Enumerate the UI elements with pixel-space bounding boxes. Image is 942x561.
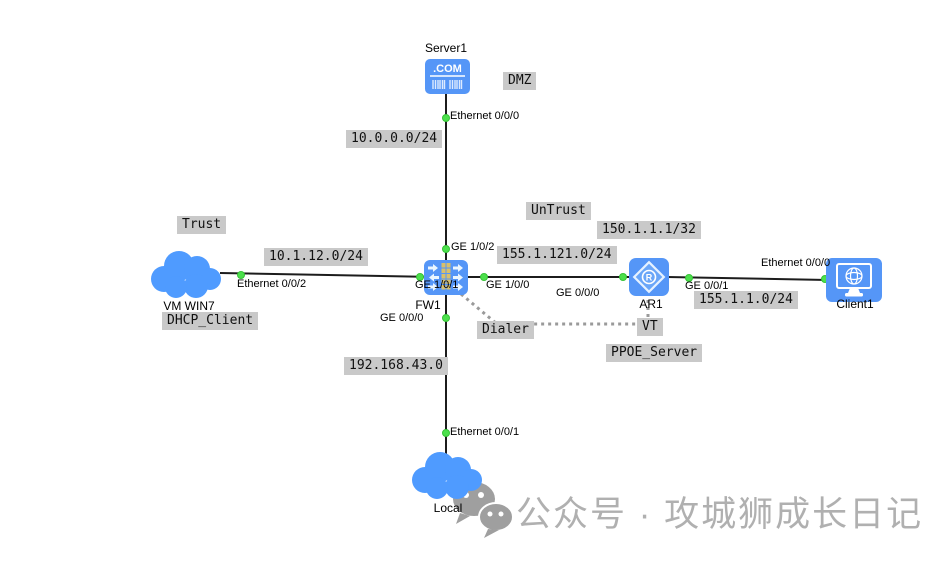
port-label-fw1-ge101: GE 1/0/1 bbox=[415, 279, 459, 291]
device-label-local: Local bbox=[433, 501, 463, 515]
annotation-net-150-1-1[interactable]: 150.1.1.1/32 bbox=[597, 221, 701, 239]
port-dot bbox=[416, 273, 424, 281]
annotation-dialer[interactable]: Dialer bbox=[477, 321, 534, 339]
link-vmwin7-fw1[interactable] bbox=[219, 272, 437, 278]
annotation-ppoe-server[interactable]: PPOE_Server bbox=[606, 344, 703, 362]
annotation-dhcp-client[interactable]: DHCP_Client bbox=[162, 312, 259, 330]
port-label-fw1-ge100: GE 1/0/0 bbox=[486, 279, 530, 291]
device-label-vm-win7: VM WIN7 bbox=[163, 299, 215, 313]
annotation-vt[interactable]: VT bbox=[637, 318, 663, 336]
port-dot bbox=[442, 314, 450, 322]
device-label-ar1: AR1 bbox=[639, 297, 663, 311]
annotation-trust[interactable]: Trust bbox=[177, 216, 227, 234]
annotation-net-155-1-0[interactable]: 155.1.1.0/24 bbox=[694, 291, 798, 309]
port-label-cloud-ethernet002: Ethernet 0/0/2 bbox=[237, 278, 307, 290]
firewall-icon[interactable] bbox=[424, 260, 468, 295]
link-ar1-client1[interactable] bbox=[666, 276, 829, 281]
watermark-text: 公众号 · 攻城狮成长日记 bbox=[516, 495, 924, 534]
server-icon-text: .COM bbox=[433, 63, 462, 75]
device-label-fw1: FW1 bbox=[415, 298, 441, 312]
port-label-fw1-ge000: GE 0/0/0 bbox=[380, 312, 424, 324]
client-monitor-icon[interactable] bbox=[826, 258, 882, 302]
port-dot bbox=[685, 274, 693, 282]
server-icon[interactable]: .COM bbox=[425, 59, 470, 94]
port-status-dots bbox=[237, 114, 829, 437]
port-label-ar1-ge001: GE 0/0/1 bbox=[685, 280, 729, 292]
dialer-dashed-link bbox=[460, 292, 641, 326]
port-dot bbox=[442, 429, 450, 437]
router-icon-letter: R bbox=[646, 273, 653, 283]
port-label-ar1-ge000: GE 0/0/0 bbox=[556, 287, 600, 299]
annotation-net-192-168-43[interactable]: 192.168.43.0 bbox=[344, 357, 448, 375]
annotation-untrust[interactable]: UnTrust bbox=[526, 202, 591, 220]
device-label-client1: Client1 bbox=[836, 297, 874, 311]
annotation-net-10-0-0[interactable]: 10.0.0.0/24 bbox=[346, 130, 443, 148]
device-label-server1: Server1 bbox=[424, 41, 468, 55]
port-dot bbox=[237, 271, 245, 279]
port-dot bbox=[619, 273, 627, 281]
router-icon[interactable]: R bbox=[629, 258, 669, 296]
annotation-dmz[interactable]: DMZ bbox=[503, 72, 537, 90]
annotation-net-155-121[interactable]: 155.1.121.0/24 bbox=[497, 246, 617, 264]
port-label-local-ethernet001: Ethernet 0/0/1 bbox=[450, 426, 520, 438]
port-dot bbox=[442, 245, 450, 253]
port-label-fw1-ge102: GE 1/0/2 bbox=[451, 241, 495, 253]
port-label-server1-ethernet: Ethernet 0/0/0 bbox=[450, 110, 520, 122]
port-dot bbox=[480, 273, 488, 281]
cloud-icon[interactable] bbox=[409, 446, 485, 502]
annotation-net-10-1-12[interactable]: 10.1.12.0/24 bbox=[264, 248, 368, 266]
cloud-icon[interactable] bbox=[148, 245, 224, 301]
port-dot bbox=[442, 114, 450, 122]
port-label-client1-ethernet: Ethernet 0/0/0 bbox=[761, 257, 831, 269]
